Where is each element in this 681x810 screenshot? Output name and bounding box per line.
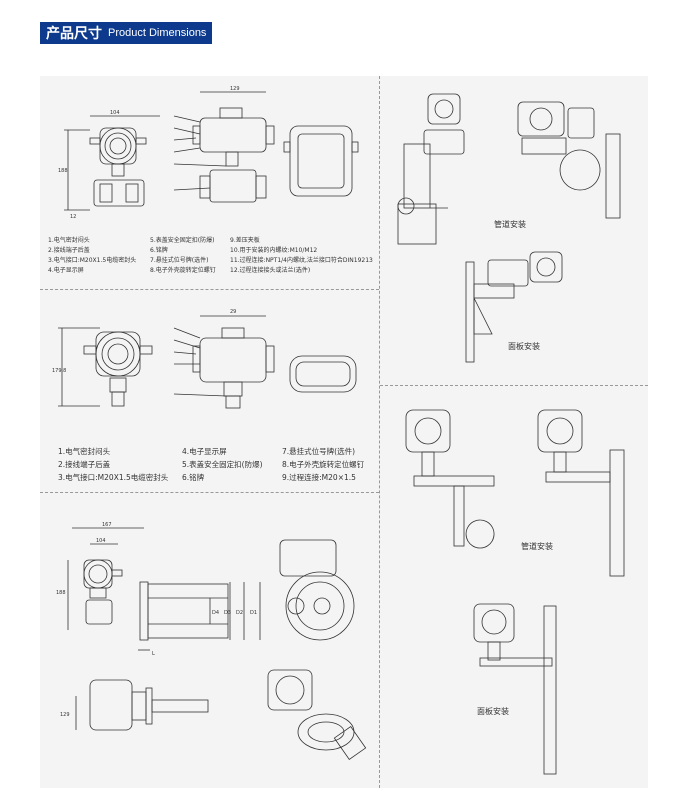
dim-t: L [152, 651, 155, 657]
dim-167: 167 [102, 522, 112, 528]
section-title: 产品尺寸 Product Dimensions [40, 22, 213, 44]
dp-legend-col-2: 5.表盖安全固定扣(防爆)6.铭牌 7.悬挂式位号牌(选件)8.电子外壳旋转定位… [150, 237, 216, 274]
dp-transmitter-drawing: 129 104 188 12 [58, 86, 359, 220]
dim-width-left: 104 [110, 110, 120, 116]
dim-d2: D2 [236, 610, 243, 616]
dim-d1: D1 [250, 610, 257, 616]
panel-install-caption-2: 面板安装 [477, 707, 509, 716]
panel-install-caption-1: 面板安装 [508, 342, 540, 351]
dim-height-left-2: 179.8 [52, 368, 66, 374]
pt-mounting-drawings [405, 409, 625, 775]
row-divider-right [380, 385, 648, 386]
row-divider-1 [40, 289, 379, 290]
pipe-install-caption-1: 管道安装 [494, 220, 526, 229]
column-divider [379, 76, 380, 788]
dim-129: 129 [60, 712, 70, 718]
dim-104: 104 [96, 538, 106, 544]
dim-small: 12 [70, 214, 76, 220]
flange-transmitter-drawing: 167 104 188 129 D4 D3 D2 D1 L [56, 522, 367, 760]
section-title-en: Product Dimensions [108, 27, 207, 39]
pt-legend-col-3: 7.悬挂式位号牌(选件)8.电子外壳旋转定位螺钉 9.过程连接:M20×1.5 [282, 447, 365, 482]
section-title-zh: 产品尺寸 [46, 26, 102, 42]
pipe-install-caption-2: 管道安装 [521, 542, 553, 551]
dim-width-top: 129 [230, 86, 240, 92]
dim-d3: D3 [224, 610, 231, 616]
pressure-transmitter-drawing: 29 179.8 [52, 309, 357, 409]
dim-height-left: 188 [58, 168, 68, 174]
dim-width-top-2: 29 [230, 309, 236, 315]
dp-mounting-drawings [397, 93, 621, 363]
row-divider-2 [40, 492, 379, 493]
dim-188: 188 [56, 590, 66, 596]
dim-d4: D4 [212, 610, 219, 616]
